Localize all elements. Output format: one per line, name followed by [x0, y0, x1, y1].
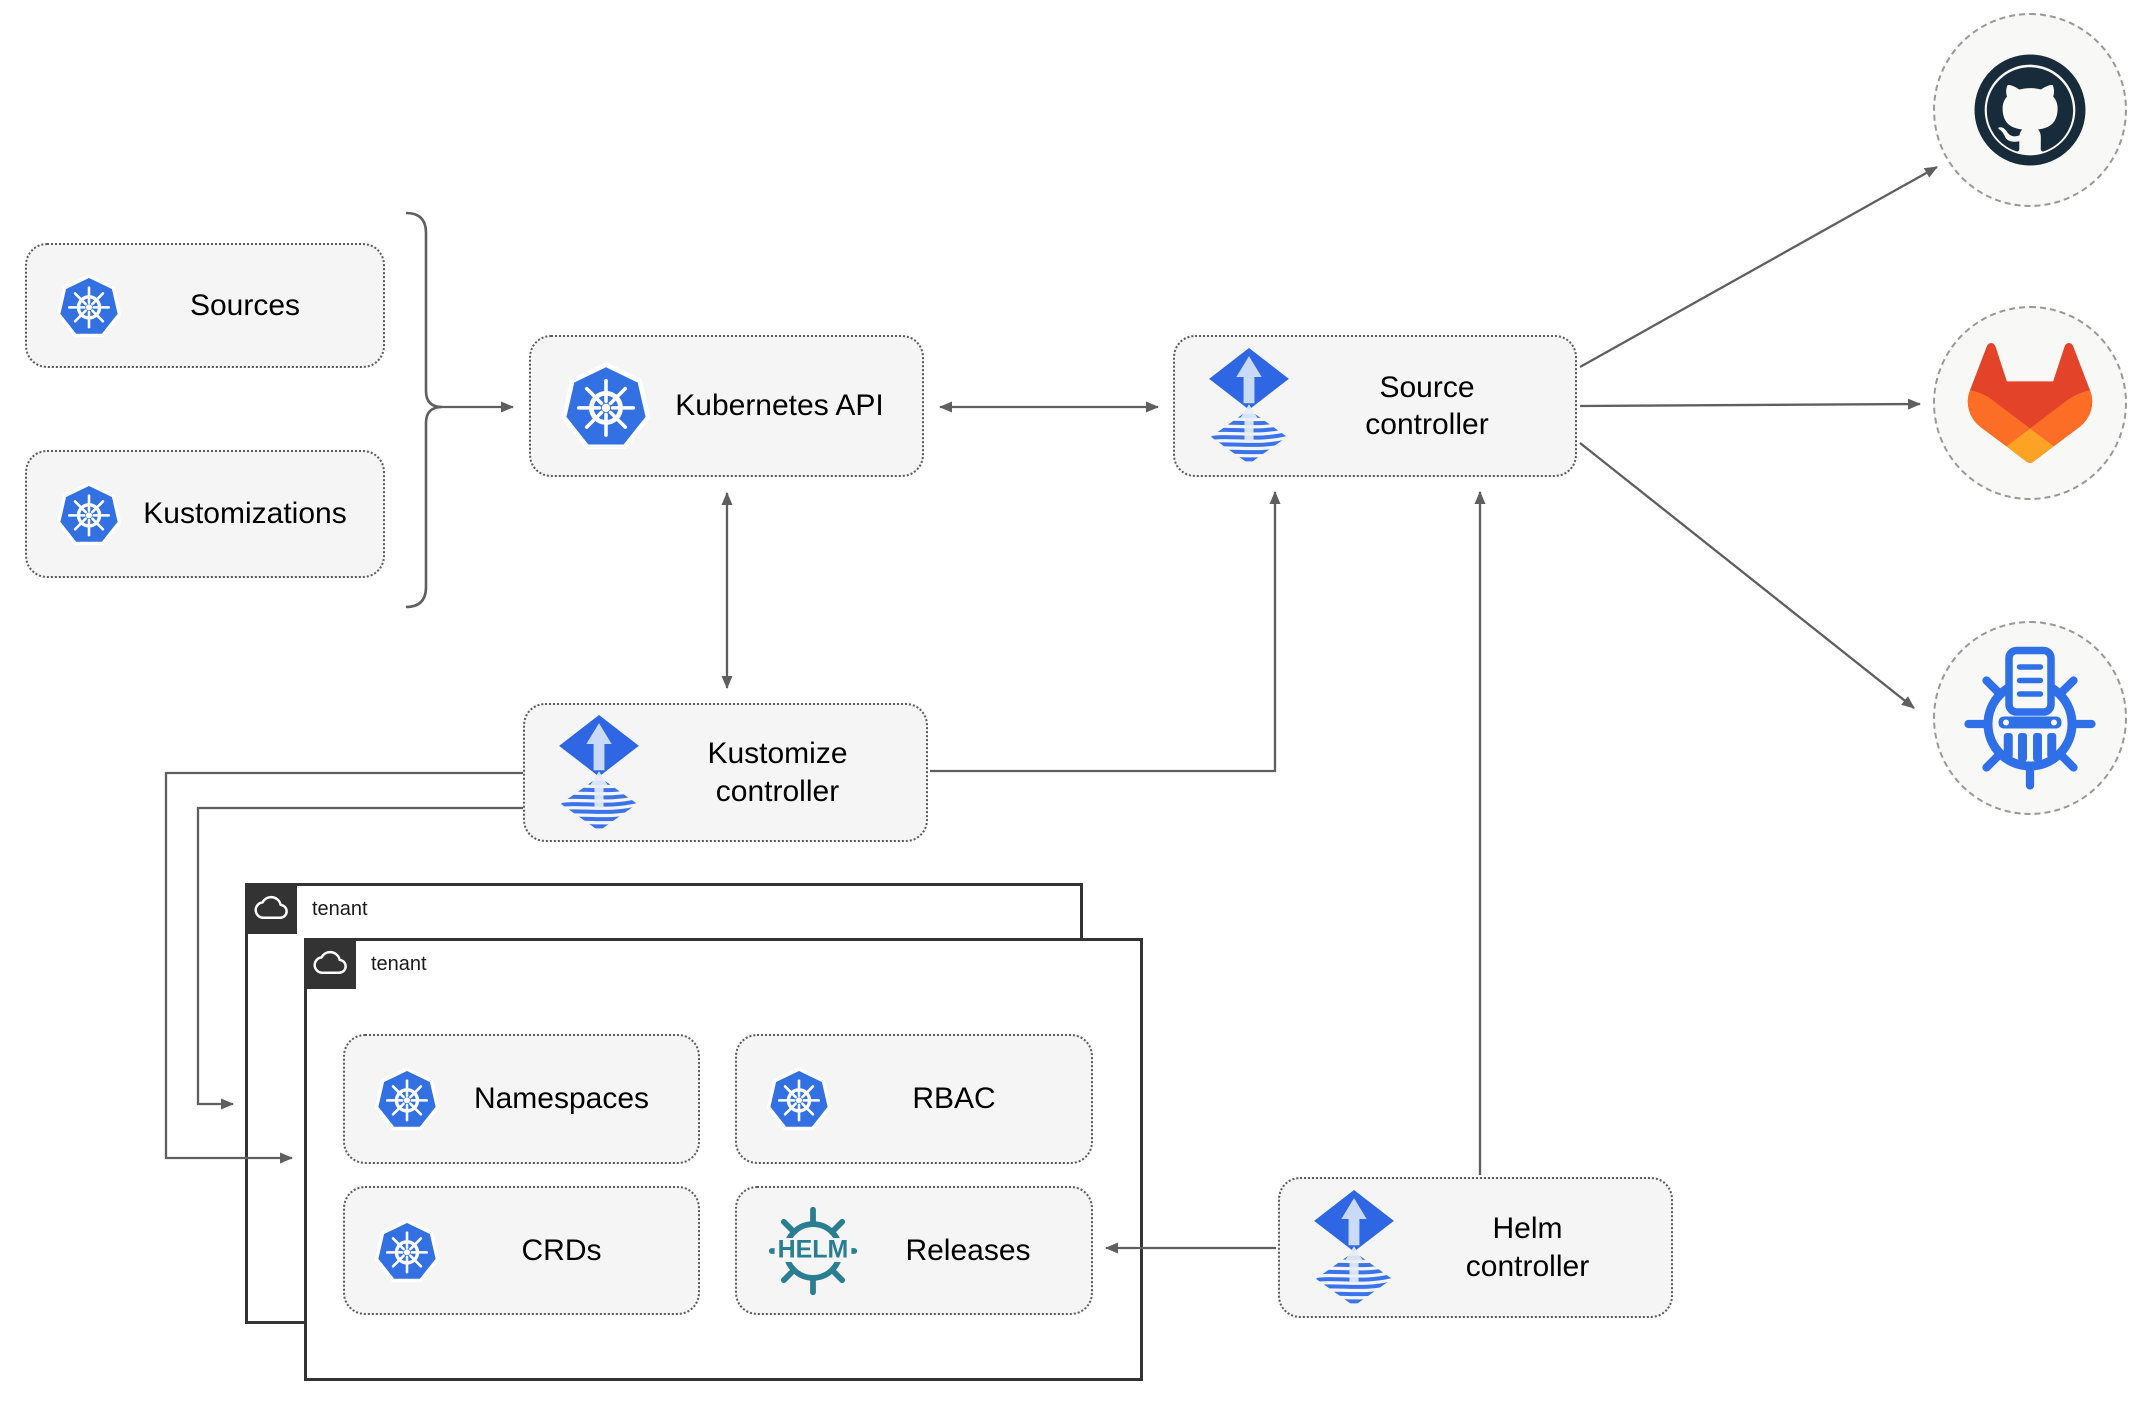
kubernetes-icon — [373, 1217, 441, 1285]
node-label: Kustomizations — [143, 497, 347, 531]
edge-kustomize-to-source — [930, 491, 1281, 773]
flux-icon — [1203, 348, 1295, 464]
node-label: Namespaces — [473, 1082, 650, 1116]
edge-source-to-gitlab — [1579, 398, 1921, 410]
cloud-icon — [254, 895, 288, 919]
node-kustomize-controller: Kustomize controller — [523, 703, 928, 842]
tenant-header-badge — [304, 938, 356, 989]
provider-gitlab — [1933, 306, 2127, 500]
node-label: Kubernetes API — [675, 389, 884, 423]
node-source-controller: Source controller — [1173, 335, 1577, 477]
node-kubernetes-api: Kubernetes API — [529, 335, 924, 477]
node-label: Source controller — [1365, 370, 1489, 442]
node-crds: CRDs — [343, 1186, 700, 1315]
tenant-header-badge — [245, 883, 297, 934]
node-rbac: RBAC — [735, 1034, 1093, 1164]
helm-logo-text: HELM — [778, 1235, 849, 1263]
node-label: Releases — [905, 1233, 1031, 1267]
node-kustomizations: Kustomizations — [25, 450, 385, 578]
helm-icon: HELM — [765, 1203, 861, 1299]
group-bracket — [405, 211, 443, 609]
node-namespaces: Namespaces — [343, 1034, 700, 1164]
tenant-label: tenant — [371, 953, 427, 975]
node-label: Kustomize controller — [707, 737, 848, 808]
kubernetes-icon — [373, 1065, 441, 1133]
node-helm-controller: Helm controller — [1278, 1177, 1673, 1318]
node-releases: HELM Releases — [735, 1186, 1093, 1315]
kubernetes-manifests-wheel-icon — [1964, 646, 2096, 790]
cloud-icon — [313, 950, 347, 974]
kubernetes-icon — [55, 272, 123, 340]
flux-icon — [553, 715, 645, 831]
tenant-label: tenant — [312, 898, 368, 920]
node-label: Sources — [189, 288, 301, 322]
provider-github — [1933, 13, 2127, 207]
node-label: RBAC — [912, 1082, 996, 1116]
node-sources: Sources — [25, 243, 385, 368]
kubernetes-icon — [559, 359, 653, 453]
kubernetes-icon — [55, 480, 123, 548]
gitlab-icon — [1967, 343, 2093, 463]
node-label: Helm controller — [1465, 1212, 1590, 1283]
edge-source-to-github — [1579, 165, 1938, 369]
node-label: CRDs — [521, 1233, 602, 1267]
provider-manifest-storage — [1933, 621, 2127, 815]
edge-source-to-storage — [1579, 442, 1915, 709]
github-icon — [1974, 54, 2086, 166]
kubernetes-icon — [765, 1065, 833, 1133]
flux-icon — [1308, 1190, 1400, 1306]
